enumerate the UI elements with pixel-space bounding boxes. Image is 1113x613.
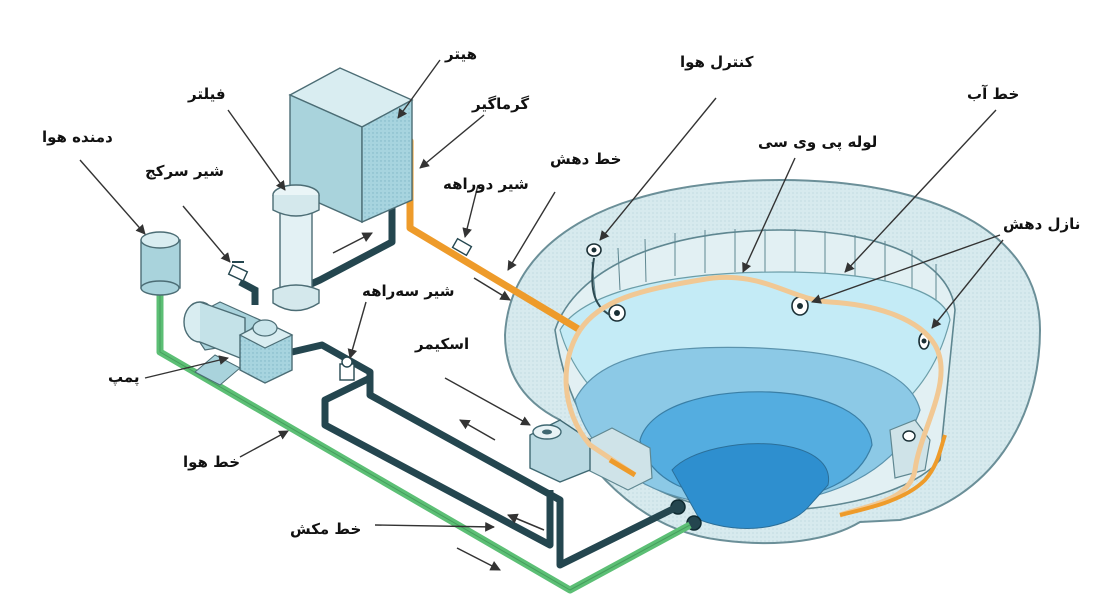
label-air-line: خط هوا xyxy=(183,453,241,471)
label-jet-line: خط دهش xyxy=(550,150,622,168)
filter-heater-pipe xyxy=(238,278,259,305)
pvc-lower-run xyxy=(563,328,637,478)
jet-nozzle-icon xyxy=(586,243,930,442)
label-three-way-valve: شیر سه‌راهه xyxy=(362,282,455,300)
filter xyxy=(272,184,320,312)
air-blower xyxy=(140,231,181,296)
label-jet-nozzle: نازل دهش xyxy=(1003,215,1081,233)
label-air-control: کنترل هوا xyxy=(680,53,754,71)
label-pump: پمپ xyxy=(108,368,140,386)
pump xyxy=(183,301,294,386)
suction-line-pipe xyxy=(291,341,677,569)
label-pvc-pipe: لوله پی وی سی xyxy=(758,133,878,151)
spa-corner-block xyxy=(889,419,931,479)
flow-arrow-icon xyxy=(332,232,545,571)
label-heat-exchanger: گرماگیر xyxy=(472,95,530,113)
skimmer xyxy=(529,419,591,483)
leader-lines xyxy=(79,59,1004,532)
label-diverter-valve: شیر دوراهه xyxy=(443,175,529,193)
spa-floor xyxy=(671,443,830,529)
heated-line-end xyxy=(839,434,947,517)
air-control-line xyxy=(591,257,611,316)
label-air-blower: دمنده هوا xyxy=(42,128,113,146)
label-skimmer: اسکیمر xyxy=(415,335,470,353)
heater xyxy=(288,67,414,224)
label-filter: فیلتر xyxy=(188,85,226,103)
label-water-line: خط آب xyxy=(967,85,1020,103)
valve-icon xyxy=(227,237,473,381)
label-globe-valve: شیر سرکج xyxy=(145,162,225,180)
label-suction-line: خط مکش xyxy=(290,520,362,538)
skimmer-line-pipe xyxy=(321,374,554,549)
pvc-jet-ring xyxy=(577,274,944,518)
label-heater: هیتر xyxy=(445,45,477,63)
spa-tub xyxy=(503,178,1042,545)
